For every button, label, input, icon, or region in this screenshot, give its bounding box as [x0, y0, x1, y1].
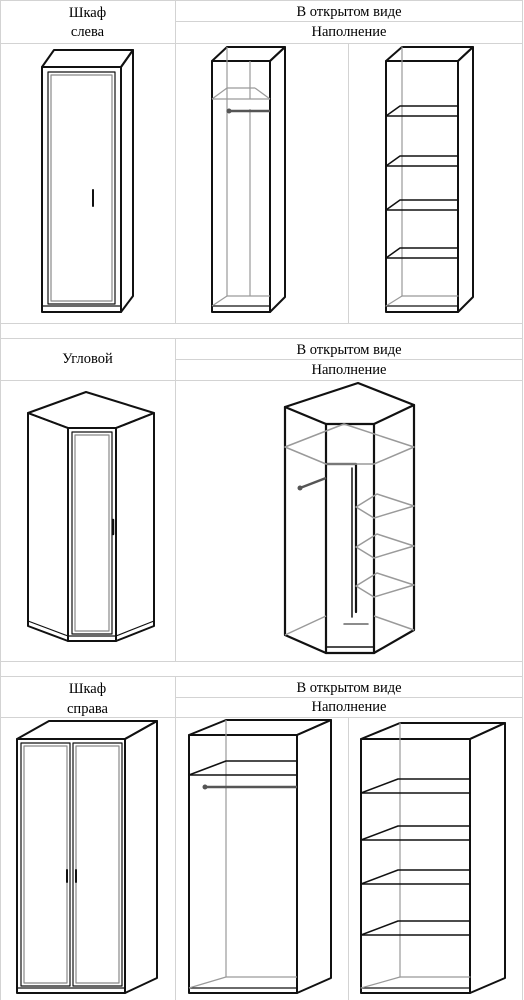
row-divider: [0, 0, 523, 1]
row-divider: [175, 697, 523, 698]
row-divider: [0, 323, 523, 324]
column-divider: [175, 338, 176, 661]
row-divider: [0, 661, 523, 662]
column-divider: [348, 43, 349, 323]
cabinet-label: Шкаф: [68, 681, 107, 697]
filling-label: Наполнение: [311, 699, 387, 715]
cabinet-label: Угловой: [62, 351, 113, 367]
table-border-right: [522, 0, 523, 1000]
cabinet-label: Шкаф: [68, 5, 107, 21]
row-divider: [0, 338, 523, 339]
row-divider: [175, 21, 523, 22]
row-divider: [0, 676, 523, 677]
row-divider: [175, 359, 523, 360]
open-view-label: В открытом виде: [296, 342, 402, 358]
row-divider: [0, 717, 523, 718]
row-divider: [0, 380, 523, 381]
filling-label: Наполнение: [311, 24, 387, 40]
open-view-label: В открытом виде: [296, 680, 402, 696]
cabinet-label: справа: [67, 701, 108, 717]
table-border-left: [0, 0, 1, 1000]
column-divider: [175, 0, 176, 323]
row-divider: [0, 43, 523, 44]
filling-label: Наполнение: [311, 362, 387, 378]
column-divider: [175, 676, 176, 1000]
column-divider: [348, 717, 349, 1000]
open-view-label: В открытом виде: [296, 4, 402, 20]
cabinet-label: слева: [70, 24, 105, 40]
